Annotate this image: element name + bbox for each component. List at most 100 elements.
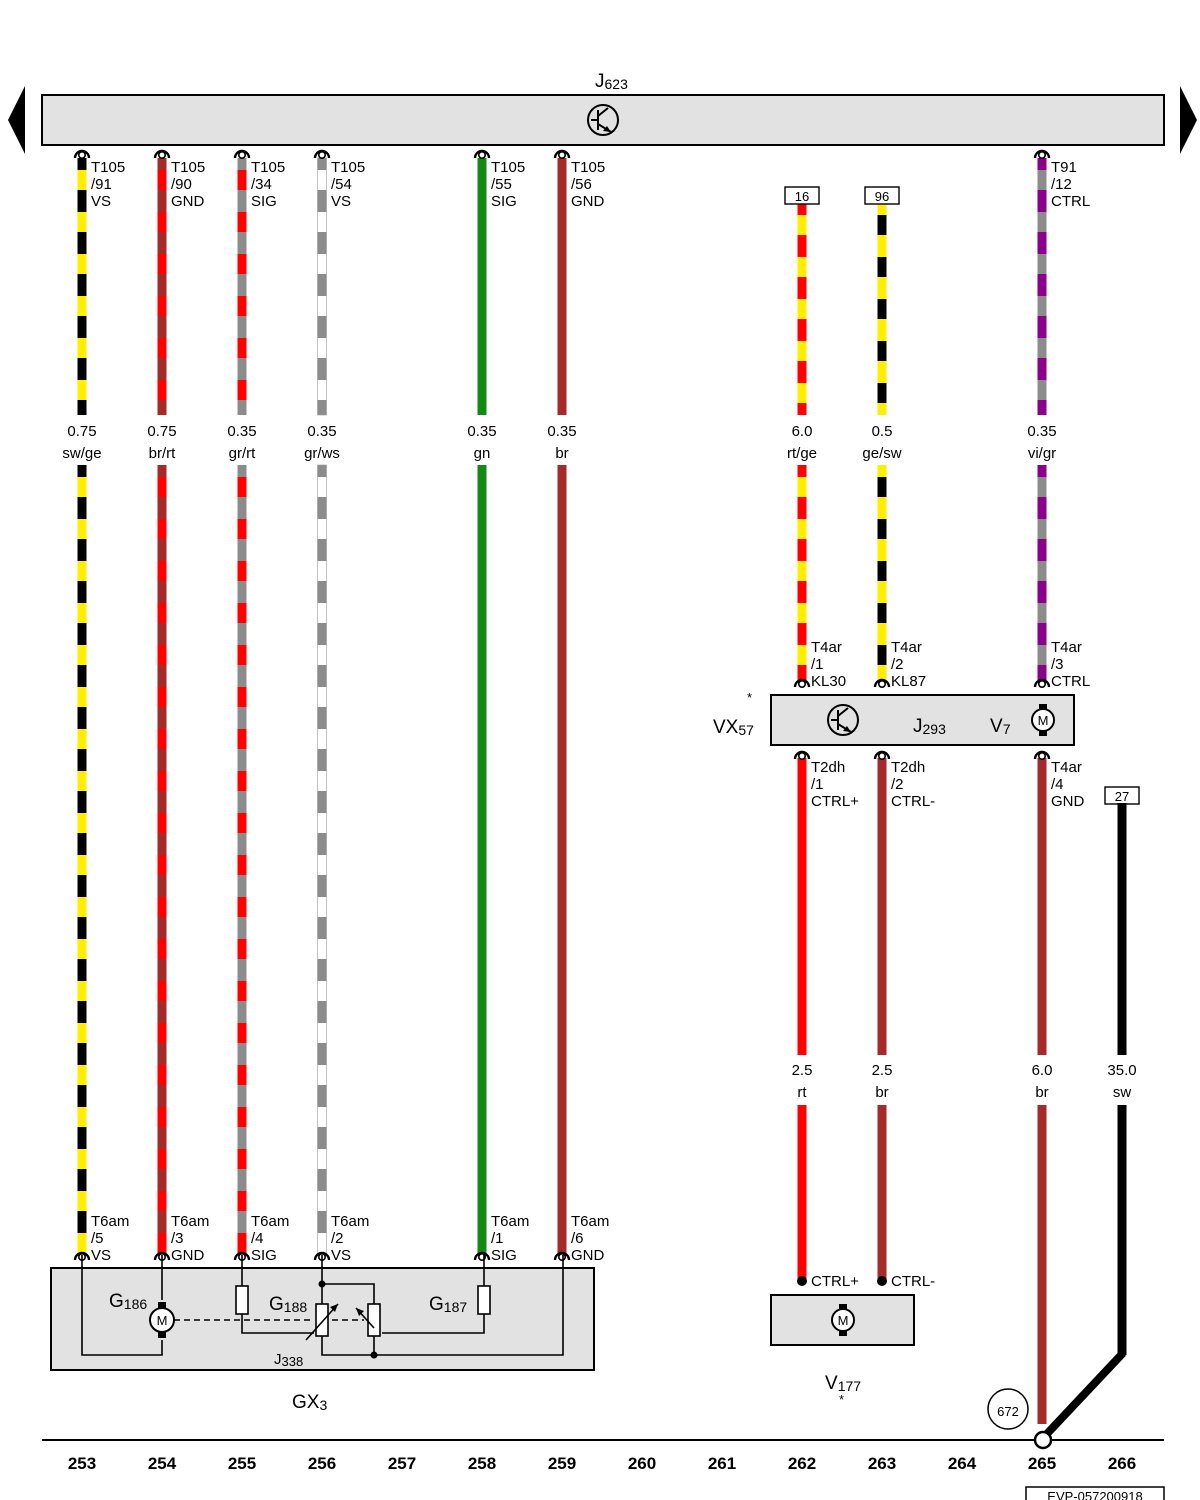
pin-label-263: CTRL-: [891, 793, 935, 810]
wire-lower-265: [1037, 758, 1047, 1055]
wire-262-stripe: [797, 341, 807, 361]
g188-label: G188: [269, 1294, 307, 1315]
wire-255-stripe: [237, 645, 247, 665]
wire-254-stripe: [157, 771, 167, 791]
wire-253-stripe: [77, 897, 87, 917]
wire-262-stripe: [797, 215, 807, 235]
wire-254-stripe: [157, 939, 167, 959]
connector-bottom-262-pin: [797, 679, 806, 688]
column-number: 254: [148, 1454, 177, 1473]
wire-255-stripe: [237, 603, 247, 623]
pin-label-bottom-258: T6am: [491, 1213, 529, 1230]
pin-label-bottom-265: CTRL: [1051, 673, 1090, 690]
pin-label-bottom-254: GND: [171, 1247, 205, 1264]
ground-point-label: 672: [997, 1404, 1019, 1419]
pin-label-top-253: /91: [91, 176, 112, 193]
pin-label-bottom-253: T6am: [91, 1213, 129, 1230]
wire-254-stripe: [157, 338, 167, 358]
pin-label-top-258: SIG: [491, 193, 517, 210]
pin-label-bottom-259: T6am: [571, 1213, 609, 1230]
wire-263-stripe: [877, 383, 887, 403]
pin-label-bottom-262: /1: [811, 656, 824, 673]
pin-label-bottom-254: T6am: [171, 1213, 209, 1230]
wire-254: [157, 158, 167, 415]
pin-label-bottom-254: /3: [171, 1230, 184, 1247]
wire-254-stripe: [157, 729, 167, 749]
wire-255-stripe: [237, 1233, 247, 1253]
wire-255-stripe: [237, 729, 247, 749]
wire-263-stripe: [877, 603, 887, 623]
pin-label-bottom-258: SIG: [491, 1247, 517, 1264]
wire-263-color: ge/sw: [862, 445, 901, 462]
wire-254-stripe: [157, 561, 167, 581]
vx57-module: [770, 694, 1075, 746]
wire-259: [557, 465, 567, 1255]
ref-box-262: [784, 186, 820, 205]
pin-label-bottom-253: /5: [91, 1230, 104, 1247]
wire-265: [1037, 158, 1047, 415]
wire-265-stripe: [1037, 338, 1047, 358]
wire-265-stripe: [1037, 477, 1047, 497]
wire-256-stripe: [317, 1191, 327, 1211]
wire-258-color: gn: [474, 445, 491, 462]
wire-256-stripe: [317, 254, 327, 274]
wire-255-stripe: [237, 687, 247, 707]
wire-256-size: 0.35: [307, 423, 336, 440]
wire-255-stripe: [237, 170, 247, 190]
wire-253-stripe: [77, 380, 87, 400]
pin-label-265: GND: [1051, 793, 1085, 810]
wire-254-stripe: [157, 981, 167, 1001]
wire-255-stripe: [237, 813, 247, 833]
connector-bottom-263-pin: [877, 679, 886, 688]
wire-lower-263: [877, 1105, 887, 1281]
pin-label-bottom-256: T6am: [331, 1213, 369, 1230]
wire-lower-262: [797, 758, 807, 1055]
wire-254-stripe: [157, 519, 167, 539]
connector-263-pin: [877, 751, 886, 760]
connector-top-253-pin: [78, 151, 87, 160]
v7-motor-icon: M: [1031, 704, 1055, 736]
wire-262-stripe: [797, 603, 807, 623]
prev-page-arrow[interactable]: [8, 86, 25, 154]
wire-255-color: gr/rt: [229, 445, 257, 462]
pin-label-top-253: T105: [91, 159, 125, 176]
pin-label-top-254: /90: [171, 176, 192, 193]
potentiometer-icon: [355, 1303, 381, 1337]
v177-pin-dot: [797, 1276, 807, 1286]
wire-256-stripe: [317, 519, 327, 539]
pin-label-bottom-263: T4ar: [891, 639, 922, 656]
gx3-junction: [370, 1351, 378, 1359]
wire-258: [477, 465, 487, 1255]
column-number: 257: [388, 1454, 416, 1473]
wire-253: [77, 158, 87, 415]
wire-265-color: vi/gr: [1028, 445, 1056, 462]
wire-265-stripe: [1037, 519, 1047, 539]
wire-256-stripe: [317, 296, 327, 316]
pin-label-top-253: VS: [91, 193, 111, 210]
next-page-arrow[interactable]: [1180, 86, 1197, 154]
wire-253-stripe: [77, 981, 87, 1001]
wire-256-stripe: [317, 1107, 327, 1127]
wire-254-stripe: [157, 813, 167, 833]
pin-label-bottom-265: /3: [1051, 656, 1064, 673]
wire-253-stripe: [77, 561, 87, 581]
wire-265-stripe: [1037, 645, 1047, 665]
column-number: 264: [948, 1454, 977, 1473]
wire-253-stripe: [77, 1149, 87, 1169]
wire-254-stripe: [157, 380, 167, 400]
wire-256-stripe: [317, 897, 327, 917]
wire-lower-266: [1117, 1105, 1127, 1355]
wire-256-stripe: [317, 380, 327, 400]
pin-label-top-255: T105: [251, 159, 285, 176]
wire-255-stripe: [237, 939, 247, 959]
column-number: 263: [868, 1454, 896, 1473]
footer-id: EVP-057200918: [1047, 1489, 1142, 1500]
wire-255-stripe: [237, 561, 247, 581]
pin-label-bottom-256: /2: [331, 1230, 344, 1247]
wire-254-stripe: [157, 1065, 167, 1085]
wire-255-size: 0.35: [227, 423, 256, 440]
v177-pin-dot: [877, 1276, 887, 1286]
wire-253-color: sw/ge: [62, 445, 101, 462]
pin-label-top-254: GND: [171, 193, 205, 210]
pin-label-265: /4: [1051, 776, 1064, 793]
